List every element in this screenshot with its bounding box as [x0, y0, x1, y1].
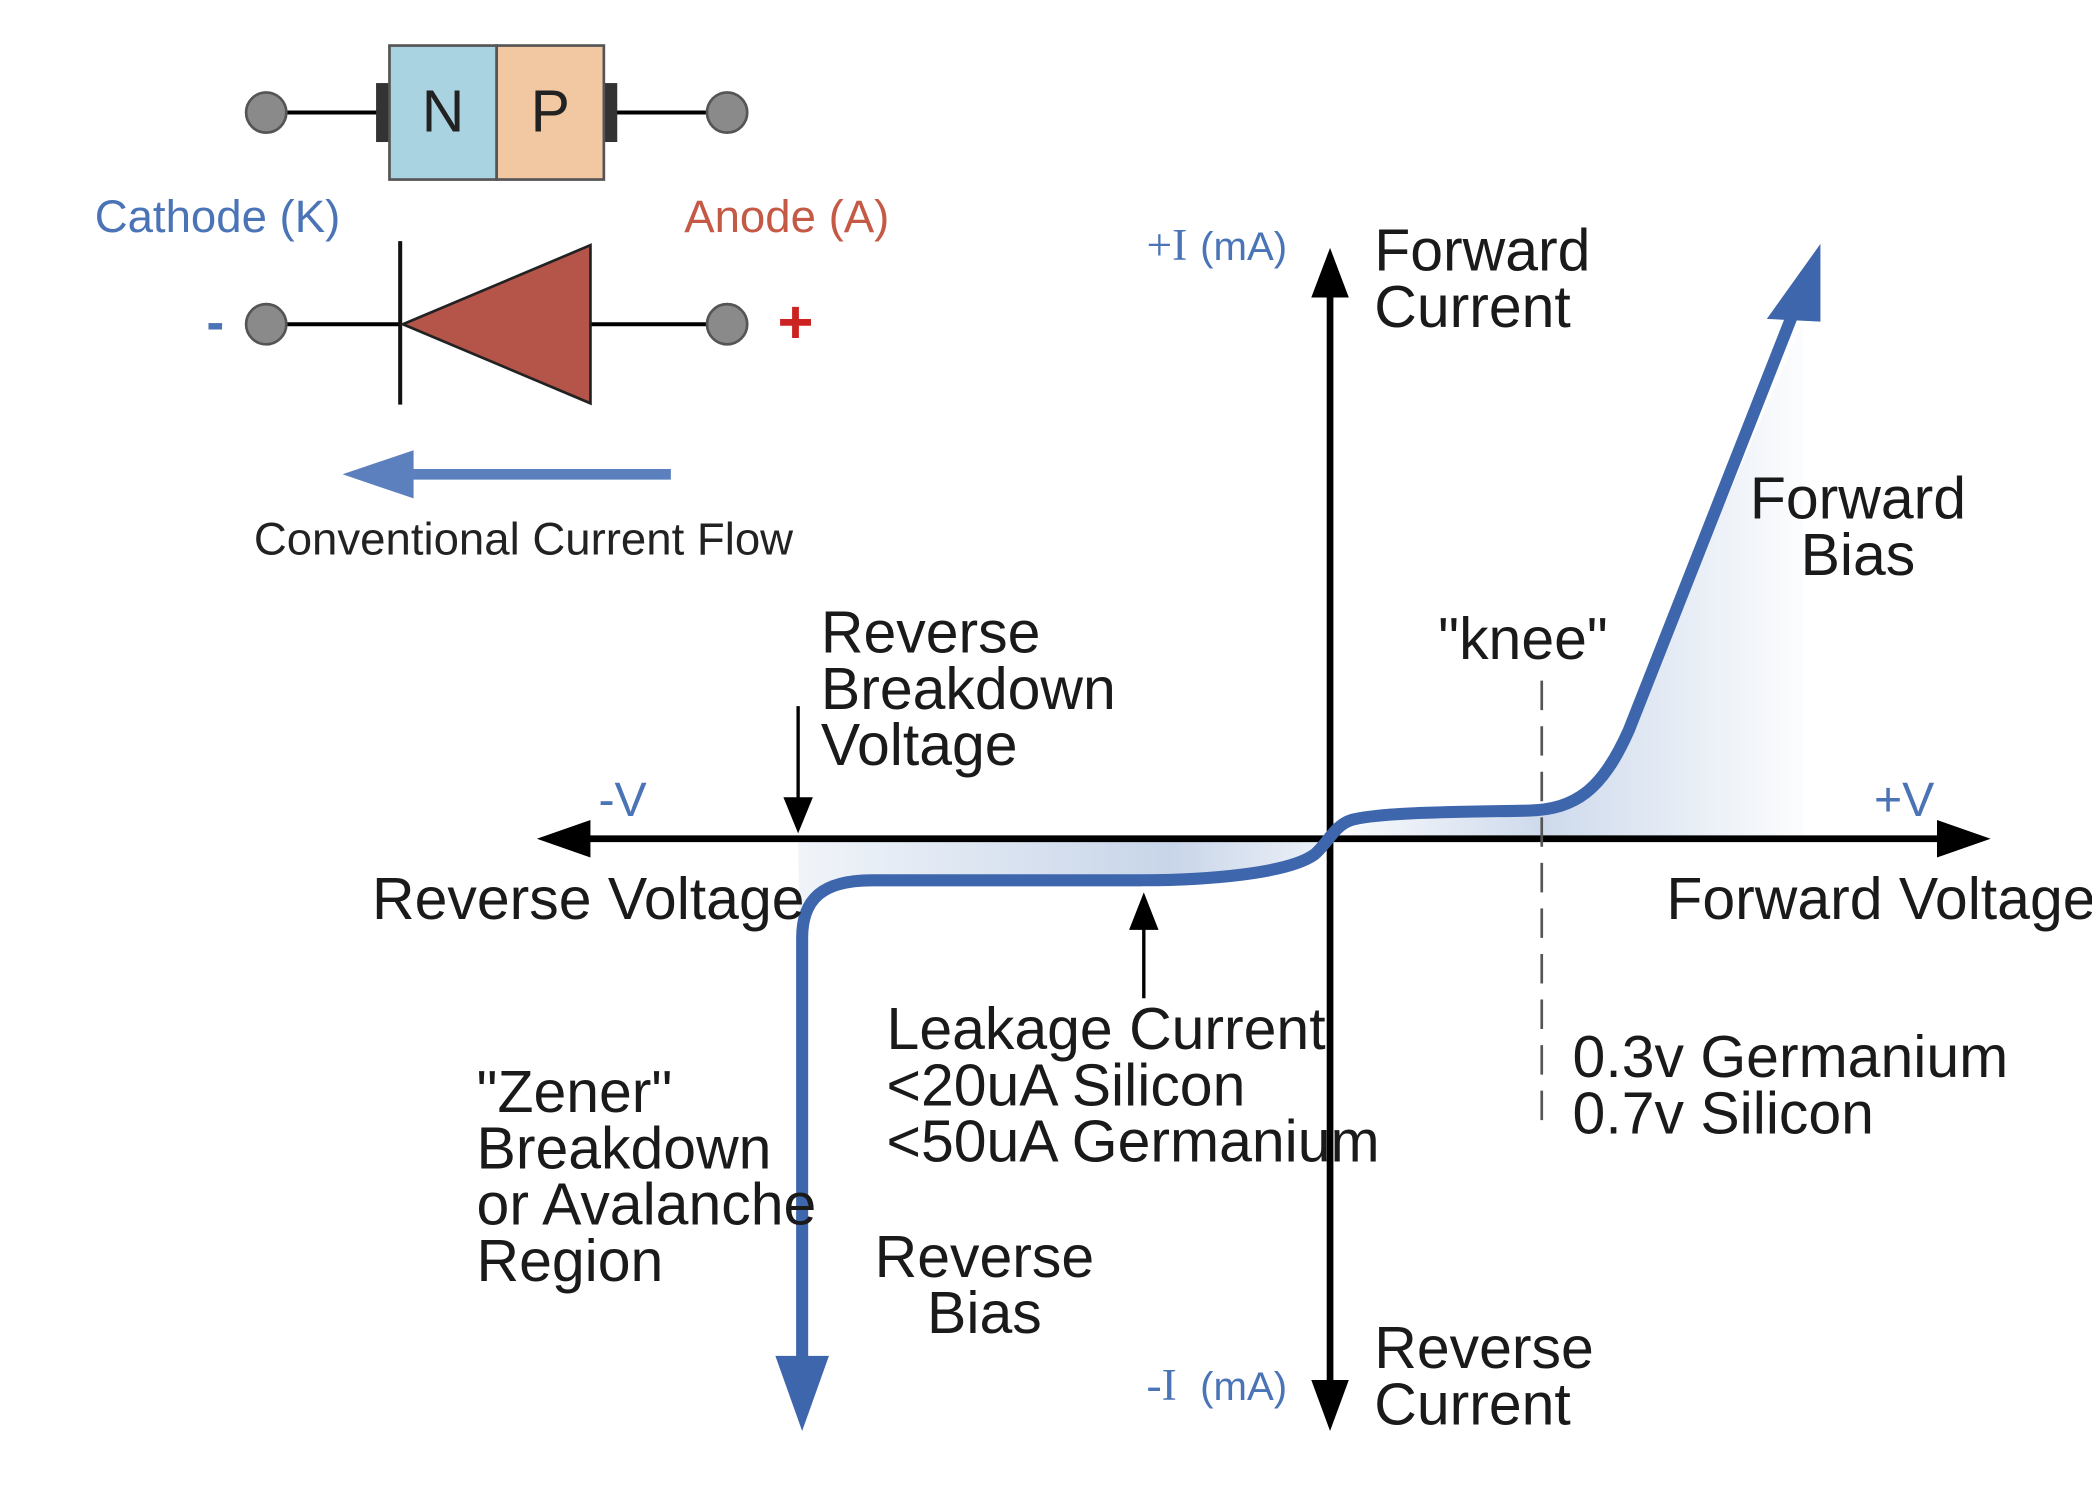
pn-junction-block: N P: [244, 44, 749, 181]
diode-symbol: - +: [206, 241, 813, 406]
x-axis-left-arrow-icon: [536, 819, 591, 858]
symbol-cathode-terminal: [244, 302, 288, 346]
reverse-breakdown-label-line3: Voltage: [821, 713, 1018, 778]
y-axis-down-arrow-icon: [1311, 1380, 1349, 1431]
plus-i-symbol: +I: [1146, 219, 1187, 270]
minus-sign: -: [206, 292, 224, 352]
reverse-bias-shade: [798, 838, 1331, 945]
reverse-current-label-line1: Reverse: [1374, 1316, 1593, 1381]
reverse-current-label-line2: Current: [1374, 1372, 1571, 1437]
zener-label-line1: "Zener": [477, 1060, 673, 1125]
iv-curve: [796, 282, 1810, 1373]
anode-label: Anode (A): [684, 191, 889, 242]
reverse-bias-label-line2: Bias: [927, 1281, 1042, 1346]
zener-label-line4: Region: [477, 1229, 664, 1294]
p-region: [495, 44, 606, 181]
forward-current-label-line1: Forward: [1374, 219, 1590, 284]
breakdown-pointer-arrow-icon: [783, 706, 813, 834]
threshold-label-line1: 0.3v Germanium: [1573, 1025, 2009, 1090]
reverse-breakdown-label-line2: Breakdown: [821, 657, 1116, 722]
zener-label-line3: or Avalanche: [477, 1173, 817, 1238]
plus-v-label: +V: [1874, 773, 1934, 827]
cathode-label: Cathode (K): [95, 191, 341, 242]
minus-i-unit: (mA): [1200, 1364, 1287, 1409]
forward-current-arrowhead-icon: [1766, 243, 1821, 322]
cathode-terminal: [244, 91, 288, 134]
forward-bias-shade: [1330, 321, 1804, 839]
threshold-label-line2: 0.7v Silicon: [1573, 1082, 1874, 1147]
plus-i-label: +I (mA): [1146, 219, 1287, 270]
leakage-pointer-arrow-icon: [1129, 892, 1159, 999]
forward-bias-label-line2: Bias: [1801, 523, 1916, 588]
x-axis-right-arrow-icon: [1937, 819, 1991, 858]
leakage-label-line1: Leakage Current: [887, 997, 1326, 1062]
minus-i-symbol: -I: [1146, 1359, 1176, 1410]
plus-sign: +: [777, 288, 813, 357]
leakage-label-line2: <20uA Silicon: [887, 1053, 1246, 1118]
current-flow-label: Conventional Current Flow: [254, 514, 793, 565]
zener-label-line2: Breakdown: [477, 1116, 772, 1181]
current-flow-arrow-icon: [342, 450, 671, 499]
reverse-current-arrowhead-icon: [775, 1355, 829, 1431]
knee-label: "knee": [1438, 607, 1608, 672]
diode-triangle: [399, 243, 592, 406]
leakage-label-line3: <50uA Germanium: [887, 1110, 1380, 1175]
reverse-voltage-label: Reverse Voltage: [372, 867, 804, 932]
minus-i-label: -I (mA): [1146, 1359, 1287, 1410]
symbol-anode-terminal: [705, 302, 749, 346]
forward-voltage-label: Forward Voltage: [1666, 867, 2092, 932]
forward-bias-label-line1: Forward: [1750, 467, 1966, 532]
anode-terminal: [705, 91, 749, 134]
x-axis: [536, 819, 1991, 858]
reverse-bias-label-line1: Reverse: [875, 1225, 1094, 1290]
minus-v-label: -V: [598, 773, 646, 827]
n-region: [388, 44, 498, 181]
reverse-breakdown-label-line1: Reverse: [821, 601, 1040, 666]
plus-i-unit: (mA): [1200, 224, 1287, 269]
p-label: P: [531, 79, 570, 144]
n-label: N: [422, 79, 465, 144]
y-axis-up-arrow-icon: [1311, 247, 1349, 298]
forward-current-label-line2: Current: [1374, 275, 1571, 340]
